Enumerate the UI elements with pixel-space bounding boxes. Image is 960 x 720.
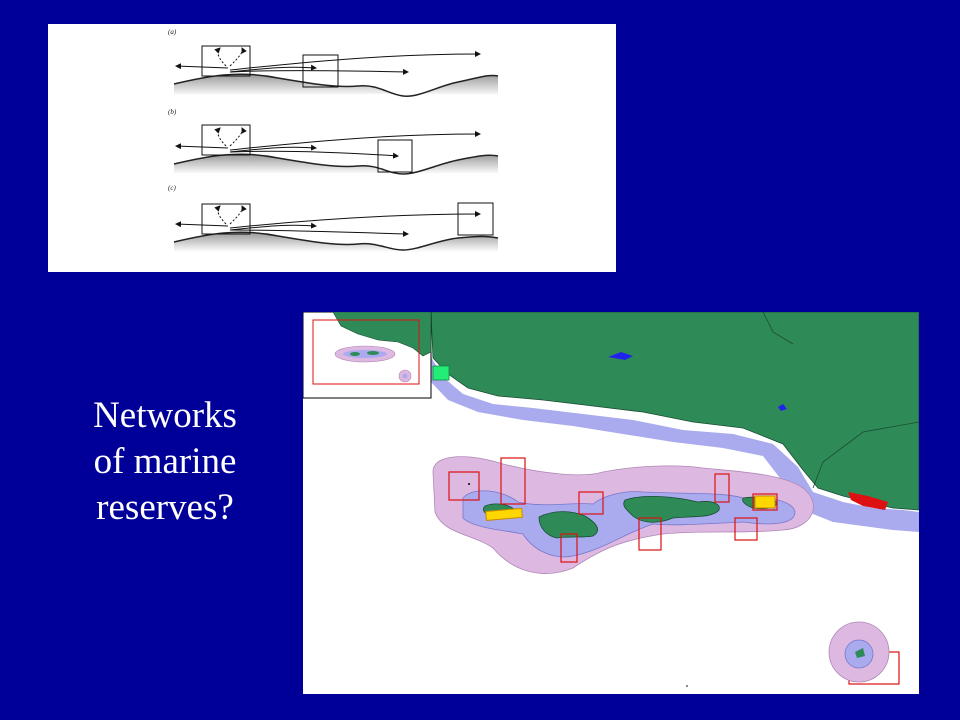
- caption-line-1: Networks: [93, 395, 237, 436]
- mainland: [430, 312, 919, 511]
- diagram-panel-b: (b): [168, 108, 499, 175]
- san-nicolas-island: [855, 648, 865, 658]
- caption-line-3: reserves?: [96, 487, 234, 528]
- dispersal-diagram-svg: (a) (b) (c): [168, 28, 499, 252]
- island-santa-rosa: [538, 511, 598, 539]
- coastal-highlight-red: [848, 492, 888, 510]
- highlight-green-marker: [432, 365, 450, 381]
- diagram-panel-a: (a): [168, 28, 499, 97]
- reserve-box: [500, 457, 526, 505]
- reserve-box: [448, 471, 480, 501]
- caption-line-2: of marine: [93, 441, 237, 482]
- reserve-box: [752, 493, 778, 511]
- island-santa-cruz: [623, 495, 720, 523]
- highlight-yellow-east: [754, 495, 776, 509]
- reserve-box: [734, 517, 758, 541]
- reserve-box: [638, 517, 662, 551]
- diagram-panel-c: (c): [168, 184, 499, 252]
- highlight-yellow-west: [485, 507, 523, 522]
- reserve-map: [303, 312, 919, 694]
- panel-label-a: (a): [168, 28, 177, 36]
- reserve-map-svg: [303, 312, 919, 687]
- reserve-box: [560, 533, 578, 563]
- panel-label-b: (b): [168, 108, 177, 116]
- dispersal-diagram: (a) (b) (c): [48, 24, 616, 272]
- slide-caption: Networks of marine reserves?: [60, 393, 270, 531]
- reserve-box: [578, 491, 604, 515]
- reserve-box: [714, 473, 730, 503]
- panel-label-c: (c): [168, 184, 176, 192]
- inset-map: [303, 312, 432, 399]
